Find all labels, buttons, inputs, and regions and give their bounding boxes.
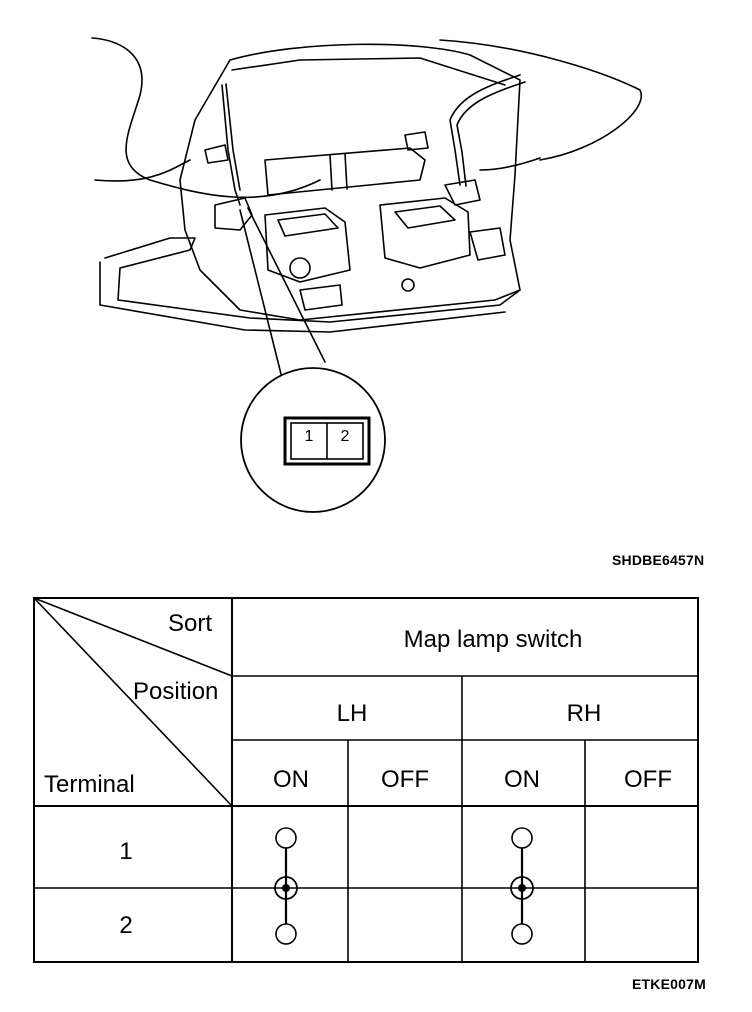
connector-icon xyxy=(283,416,371,466)
junction-circle xyxy=(274,876,298,900)
group-rh-label: RH xyxy=(566,700,602,727)
state-lh-on-label: ON xyxy=(273,766,309,793)
map-lamp-illustration xyxy=(91,37,643,513)
state-lh-off-label: OFF xyxy=(381,766,429,793)
junction-dot xyxy=(282,884,290,892)
wire-harness-left xyxy=(221,84,241,206)
headliner-outline xyxy=(91,37,321,199)
junction-circle xyxy=(510,876,534,900)
console-housing xyxy=(179,43,521,321)
terminal-1-label: 1 xyxy=(119,838,133,865)
header-diagonal-1 xyxy=(33,597,233,677)
terminal-2-label: 2 xyxy=(119,912,133,939)
callout-line xyxy=(239,209,283,379)
terminal-node xyxy=(511,923,533,945)
group-lh-label: LH xyxy=(336,700,368,727)
state-rh-off-label: OFF xyxy=(624,766,672,793)
table-border xyxy=(33,597,699,963)
terminal-label: Terminal xyxy=(44,771,135,798)
junction-dot xyxy=(518,884,526,892)
terminal-node xyxy=(511,827,533,849)
header-diagonal-2 xyxy=(33,597,233,807)
switch-block-right xyxy=(379,197,471,269)
position-label: Position xyxy=(133,678,219,705)
terminal-node xyxy=(275,923,297,945)
lamp-tube xyxy=(264,147,426,196)
connector-pin-2-label: 2 xyxy=(340,428,350,445)
table-title: Map lamp switch xyxy=(403,626,583,653)
terminal-node xyxy=(275,827,297,849)
sort-label: Sort xyxy=(168,610,213,637)
illustration-code: SHDBE6457N xyxy=(612,552,705,568)
mounting-frame xyxy=(104,237,521,323)
switch-block-left xyxy=(264,207,351,283)
callout-circle xyxy=(240,367,386,513)
state-rh-on-label: ON xyxy=(504,766,540,793)
connector-pin-1-label: 1 xyxy=(304,428,314,445)
continuity-table xyxy=(33,597,699,963)
wire-harness-right xyxy=(449,74,521,186)
table-code: ETKE007M xyxy=(632,976,706,992)
continuity-marks xyxy=(274,827,534,945)
